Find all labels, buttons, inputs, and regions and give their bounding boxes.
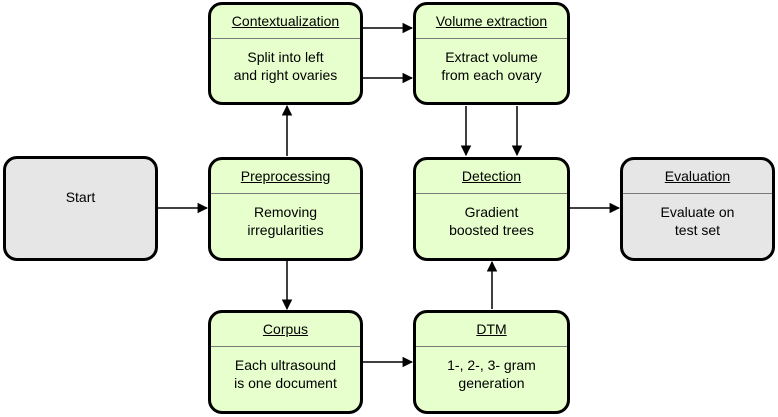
divider	[416, 38, 567, 39]
volume-extraction-body: Extract volume from each ovary	[441, 49, 542, 83]
detection-title: Detection	[461, 168, 522, 184]
preprocessing-title: Preprocessing	[240, 168, 331, 184]
volume-extraction-title: Volume extraction	[435, 13, 548, 29]
preprocessing-body: Removing irregularities	[247, 204, 324, 238]
detection-body: Gradient boosted trees	[449, 204, 534, 238]
divider	[211, 346, 360, 347]
divider	[211, 38, 360, 39]
evaluation-node: Evaluation Evaluate on test set	[620, 157, 775, 261]
corpus-body: Each ultrasound is one document	[234, 357, 337, 391]
divider	[416, 193, 567, 194]
detection-node: Detection Gradient boosted trees	[413, 157, 570, 261]
divider	[623, 193, 772, 194]
dtm-node: DTM 1-, 2-, 3- gram generation	[413, 310, 570, 414]
corpus-title: Corpus	[262, 321, 309, 337]
contextualization-title: Contextualization	[231, 13, 340, 29]
corpus-node: Corpus Each ultrasound is one document	[208, 310, 363, 414]
evaluation-title: Evaluation	[664, 168, 731, 184]
dtm-title: DTM	[476, 321, 507, 337]
dtm-body: 1-, 2-, 3- gram generation	[447, 357, 536, 391]
contextualization-body: Split into left and right ovaries	[233, 49, 338, 83]
divider	[416, 346, 567, 347]
contextualization-node: Contextualization Split into left and ri…	[208, 2, 363, 105]
divider	[211, 193, 360, 194]
start-label: Start	[65, 189, 96, 205]
start-node: Start	[3, 156, 158, 261]
evaluation-body: Evaluate on test set	[660, 204, 735, 238]
preprocessing-node: Preprocessing Removing irregularities	[208, 157, 363, 261]
volume-extraction-node: Volume extraction Extract volume from ea…	[413, 2, 570, 105]
